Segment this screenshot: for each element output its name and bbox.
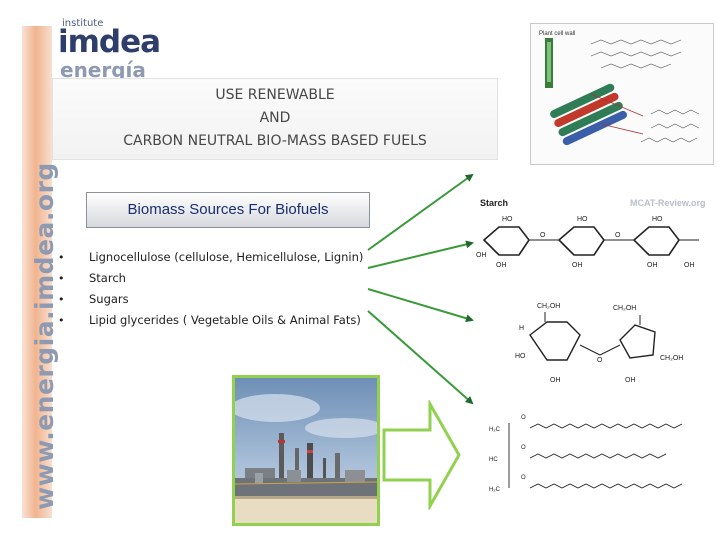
- svg-text:HO: HO: [502, 216, 513, 223]
- starch-label: Starch: [480, 198, 509, 208]
- bullet-icon: •: [58, 251, 65, 264]
- svg-text:CH₂OH: CH₂OH: [660, 355, 683, 362]
- refinery-photo: [232, 375, 380, 526]
- cellulose-caption: Plant cell wall: [539, 31, 575, 37]
- website-url: www.energia.imdea.org: [30, 162, 59, 510]
- big-arrow-icon: [382, 400, 461, 510]
- svg-text:O: O: [521, 415, 526, 421]
- list-item-text: Starch: [89, 271, 126, 285]
- bullet-icon: •: [58, 314, 65, 327]
- section-heading: Biomass Sources For Biofuels: [86, 192, 370, 228]
- svg-text:HO: HO: [577, 216, 588, 223]
- arrow-to-starch: [367, 240, 474, 269]
- imdea-logo: institute imdea energía: [58, 18, 161, 82]
- logo-institute-text: institute: [62, 18, 104, 29]
- svg-text:OH: OH: [496, 262, 507, 269]
- list-item: • Lipid glycerides ( Vegetable Oils & Ani…: [58, 310, 363, 331]
- headline-line-1: USE RENEWABLE: [215, 87, 335, 103]
- svg-text:HC: HC: [489, 457, 498, 463]
- side-decoration-strip: [22, 26, 52, 518]
- svg-text:O: O: [615, 232, 621, 239]
- list-item: • Starch: [58, 268, 363, 289]
- connector-arrows: [367, 173, 474, 405]
- watermark: MCAT-Review.org: [630, 198, 706, 208]
- svg-text:OH: OH: [625, 377, 636, 384]
- svg-text:OH: OH: [684, 262, 695, 269]
- sucrose-structure-diagram: CH₂OH CH₂OH H HO O CH₂OH OH OH: [515, 303, 683, 384]
- starch-structure-diagram: HO HO HO OH OH OH OH OH O O: [476, 216, 699, 269]
- list-item-text: Lignocellulose (cellulose, Hemicellulose…: [89, 250, 364, 264]
- svg-text:O: O: [540, 232, 546, 239]
- svg-text:OH: OH: [647, 262, 658, 269]
- arrow-to-cellulose: [367, 173, 474, 251]
- headline-line-3: CARBON NEUTRAL BIO-MASS BASED FUELS: [123, 133, 427, 149]
- bullet-icon: •: [58, 272, 65, 285]
- headline-box: USE RENEWABLE AND CARBON NEUTRAL BIO-MAS…: [52, 78, 498, 160]
- svg-text:CH₂OH: CH₂OH: [537, 303, 560, 310]
- svg-text:O: O: [521, 445, 526, 451]
- list-item-text: Lipid glycerides ( Vegetable Oils & Anim…: [89, 313, 361, 327]
- svg-text:OH: OH: [476, 252, 487, 259]
- lipid-glyceride-diagram: H₂C HC H₂C O O O: [489, 415, 683, 493]
- svg-text:H₂C: H₂C: [489, 427, 501, 433]
- svg-text:H: H: [519, 325, 524, 332]
- list-item: • Lignocellulose (cellulose, Hemicellulos…: [58, 247, 363, 268]
- biomass-source-list: • Lignocellulose (cellulose, Hemicellulos…: [58, 247, 363, 331]
- arrow-to-lipid: [367, 310, 474, 405]
- svg-text:O: O: [597, 357, 603, 364]
- svg-text:O: O: [521, 475, 526, 481]
- svg-text:OH: OH: [572, 262, 583, 269]
- list-item-text: Sugars: [89, 292, 129, 306]
- svg-text:HO: HO: [652, 216, 663, 223]
- svg-text:HO: HO: [515, 353, 526, 360]
- arrow-to-sugar: [367, 288, 474, 323]
- cellulose-structure-image: Plant cell wall: [530, 23, 714, 165]
- svg-text:OH: OH: [550, 377, 561, 384]
- svg-text:CH₂OH: CH₂OH: [613, 305, 636, 312]
- logo-imdea-text: imdea: [58, 24, 161, 60]
- list-item: • Sugars: [58, 289, 363, 310]
- bullet-icon: •: [58, 293, 65, 306]
- svg-text:H₂C: H₂C: [489, 487, 501, 493]
- headline-line-2: AND: [259, 110, 291, 126]
